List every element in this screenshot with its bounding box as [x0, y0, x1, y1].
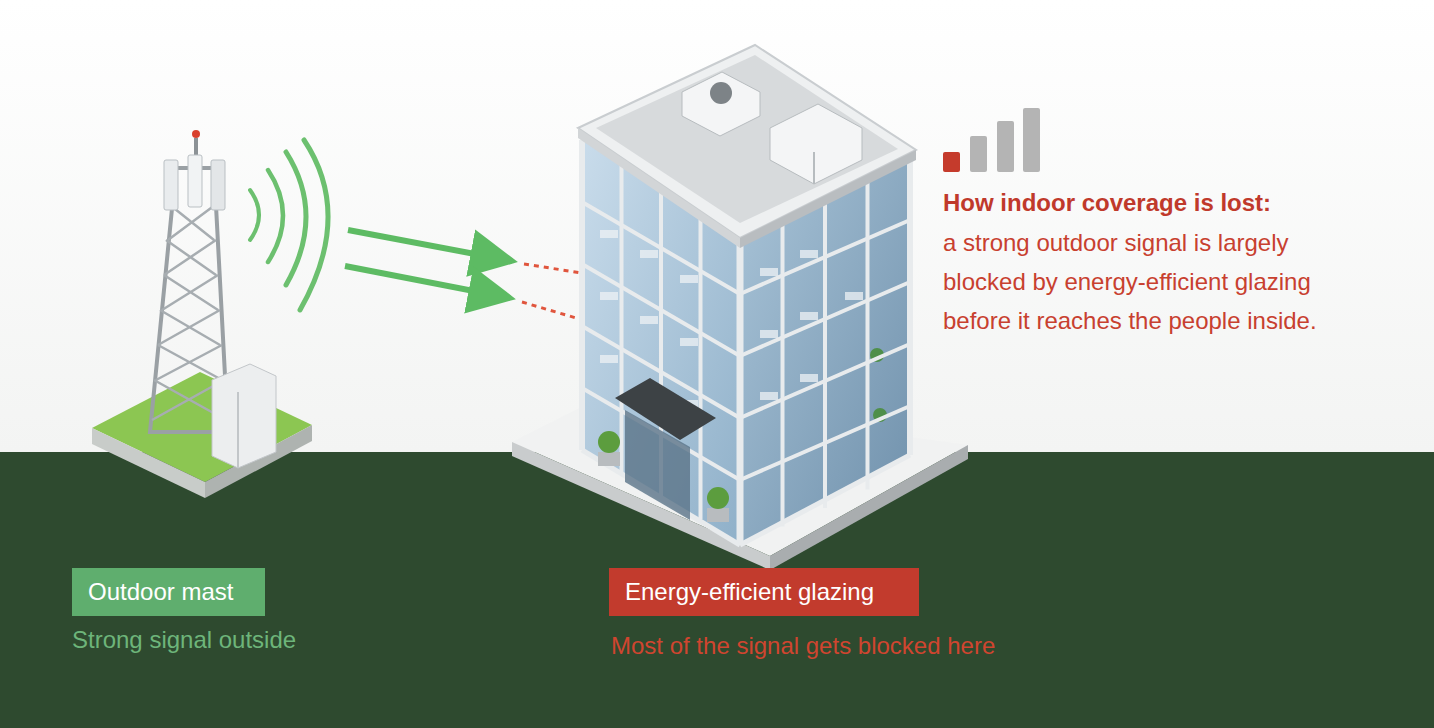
- mast-label-box: Outdoor mast: [72, 568, 265, 616]
- desk: [640, 316, 658, 324]
- desk: [600, 292, 618, 300]
- mullion: [699, 209, 703, 519]
- signal-arrow: [345, 266, 510, 298]
- mullion: [781, 214, 785, 527]
- mullion: [866, 177, 870, 490]
- desk: [600, 355, 618, 363]
- roof-edge: [578, 128, 740, 248]
- entrance-door: [625, 410, 690, 520]
- planter: [707, 508, 729, 522]
- signal-arc: [250, 190, 259, 240]
- signal-arc: [268, 170, 283, 262]
- fan: [710, 82, 732, 104]
- rooftop-fan-unit: [682, 72, 760, 136]
- antenna-panel: [211, 160, 225, 210]
- roof-parapet: [578, 45, 916, 238]
- desk: [680, 275, 698, 283]
- plant: [707, 487, 729, 509]
- mast-illustration: [92, 130, 312, 498]
- unit-edge: [813, 152, 815, 184]
- mullion: [740, 344, 910, 418]
- signal-bar: [970, 136, 987, 172]
- desk: [760, 268, 778, 276]
- signal-arc: [286, 152, 306, 285]
- desk: [760, 392, 778, 400]
- signal-arrows: [345, 230, 614, 328]
- box-label: Outdoor mast: [88, 578, 233, 606]
- signal-arc: [300, 140, 328, 310]
- roof-surface: [596, 55, 898, 223]
- desk: [600, 230, 618, 238]
- platform-top: [92, 372, 312, 482]
- plant: [598, 431, 620, 453]
- signal-bar: [1023, 108, 1040, 172]
- signal-waves: [250, 140, 328, 310]
- signal-bar: [943, 152, 960, 172]
- corner-column: [579, 140, 585, 450]
- desk: [760, 330, 778, 338]
- signal-bars: [943, 108, 1040, 172]
- antenna-panel: [164, 160, 178, 210]
- ground-beam: [740, 455, 910, 545]
- desk: [845, 292, 863, 300]
- mullion: [740, 282, 910, 356]
- ground-band: [0, 452, 1434, 728]
- planter: [598, 452, 620, 466]
- desk: [800, 312, 818, 320]
- rooftop-hvac-unit: [770, 104, 862, 184]
- antenna-panel: [188, 155, 202, 207]
- glazing-description: Most of the signal gets blocked here: [611, 626, 1171, 665]
- desk: [800, 250, 818, 258]
- desk: [680, 338, 698, 346]
- platform-side: [92, 428, 205, 498]
- box-label: Energy-efficient glazing: [625, 578, 874, 606]
- corner-column: [737, 232, 744, 545]
- equipment-cabinet: [212, 364, 276, 468]
- beacon-light: [192, 130, 200, 138]
- mullion: [823, 195, 827, 508]
- mullion: [620, 163, 624, 473]
- signal-bar: [997, 121, 1014, 172]
- cabinet-edge: [237, 392, 239, 468]
- glazing-label-box: Energy-efficient glazing: [609, 568, 919, 616]
- mast-description: Strong signal outside: [72, 620, 472, 659]
- desk: [640, 250, 658, 258]
- corner-column: [907, 158, 913, 455]
- callout-heading: How indoor coverage is lost:: [943, 183, 1383, 222]
- building-illustration: [512, 45, 968, 570]
- mullion: [582, 264, 740, 356]
- desk: [800, 374, 818, 382]
- callout-body: a strong outdoor signal is largely block…: [943, 223, 1373, 340]
- signal-arrow: [348, 230, 512, 261]
